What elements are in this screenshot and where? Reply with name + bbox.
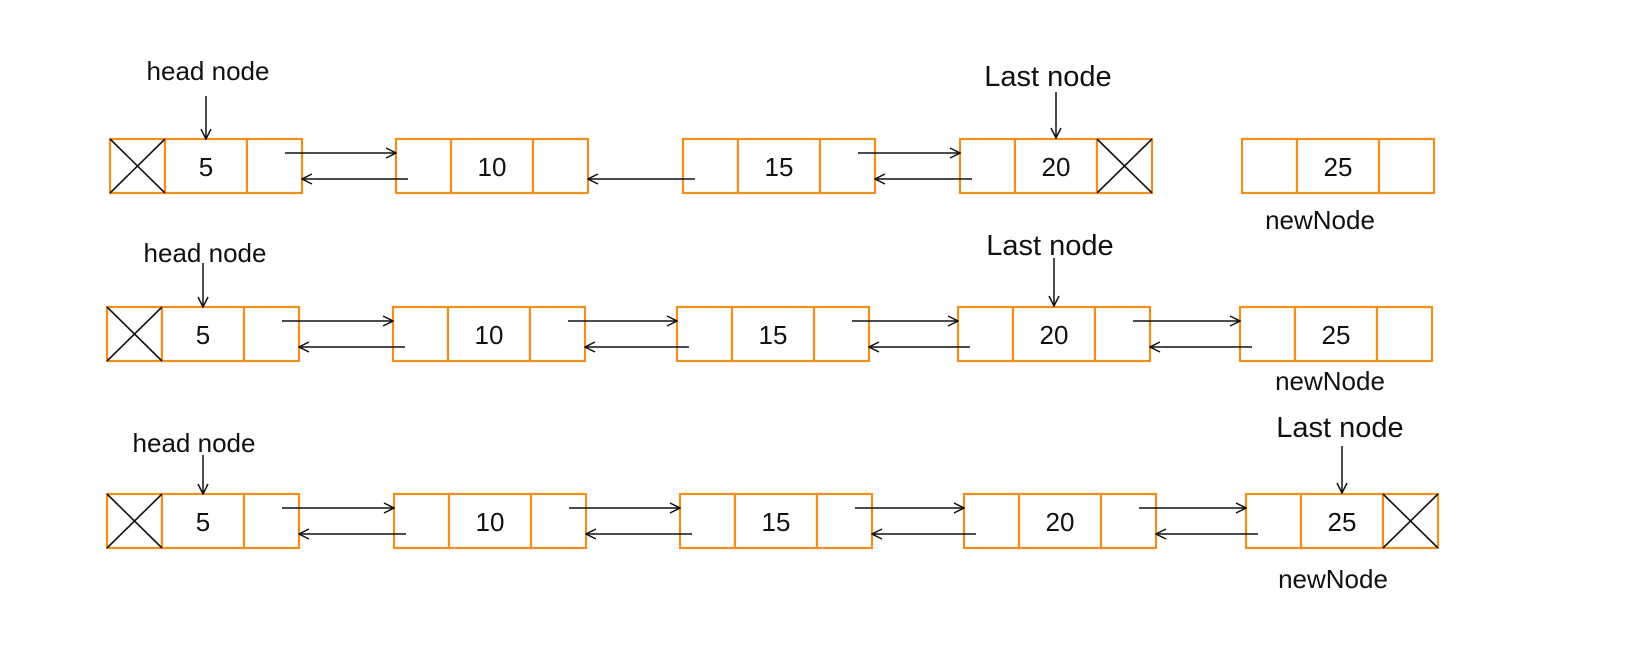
null-cross-icon [1096,138,1153,194]
null-cross-icon [109,138,166,194]
list-node: 10 [391,305,587,363]
prev-pointer-cell [392,492,451,550]
prev-pointer-cell [958,137,1017,195]
node-value: 20 [1046,507,1075,537]
next-pointer-cell [812,305,871,363]
last-node-label: Last node [984,61,1111,93]
list-node: 5 [105,305,301,363]
list-node: 15 [678,492,874,550]
head-node-label: head node [147,56,270,86]
prev-pointer-cell [675,305,734,363]
next-pointer-cell [528,305,587,363]
node-value: 20 [1042,152,1071,182]
node-value: 25 [1322,320,1351,350]
node-value: 10 [475,320,504,350]
list-node: 15 [681,137,877,195]
next-pointer-cell [529,492,588,550]
list-row-1: 5 10 15 20 25 head node Last node newNode [108,56,1436,235]
list-node: 20 [958,137,1154,195]
node-value: 15 [765,152,794,182]
new-node-label: newNode [1275,366,1385,396]
node-value: 10 [476,507,505,537]
next-pointer-cell [1099,492,1158,550]
list-node: 5 [105,492,301,550]
node-value: 5 [196,320,210,350]
list-node: 15 [675,305,871,363]
last-node-label: Last node [1276,412,1403,444]
list-node: 10 [392,492,588,550]
list-row-3: 5 10 15 20 25 head node Last node newNode [105,412,1440,594]
node-value: 25 [1324,152,1353,182]
data-cell [736,137,822,195]
data-cell [733,492,819,550]
prev-pointer-cell [1238,305,1297,363]
data-cell [730,305,816,363]
node-value: 5 [196,507,210,537]
node-value: 15 [759,320,788,350]
node-value: 15 [762,507,791,537]
list-node: 10 [394,137,590,195]
node-value: 20 [1040,320,1069,350]
prev-pointer-cell [1240,137,1299,195]
data-cell [1293,305,1379,363]
null-cross-icon [1382,493,1439,549]
next-pointer-cell [242,492,301,550]
next-pointer-cell [1093,305,1152,363]
data-cell [1299,492,1385,550]
last-node-label: Last node [986,230,1113,262]
list-node: 25 [1240,137,1436,195]
list-node: 20 [962,492,1158,550]
head-node-label: head node [144,238,267,268]
next-pointer-cell [815,492,874,550]
next-pointer-cell [818,137,877,195]
null-cross-icon [106,306,163,362]
prev-pointer-cell [678,492,737,550]
data-cell [1017,492,1103,550]
prev-pointer-cell [962,492,1021,550]
head-node-label: head node [133,428,256,458]
node-value: 10 [478,152,507,182]
new-node-label: newNode [1278,564,1388,594]
list-row-2: 5 10 15 20 25 head node Last node newNode [105,230,1434,396]
new-node-label: newNode [1265,205,1375,235]
list-node: 5 [108,137,304,195]
list-node: 25 [1244,492,1440,550]
next-pointer-cell [245,137,304,195]
next-pointer-cell [531,137,590,195]
prev-pointer-cell [681,137,740,195]
data-cell [163,137,249,195]
prev-pointer-cell [1244,492,1303,550]
next-pointer-cell [242,305,301,363]
node-value: 5 [199,152,213,182]
data-cell [446,305,532,363]
prev-pointer-cell [391,305,450,363]
node-value: 25 [1328,507,1357,537]
next-pointer-cell [1377,137,1436,195]
prev-pointer-cell [394,137,453,195]
list-node: 20 [956,305,1152,363]
next-pointer-cell [1375,305,1434,363]
data-cell [449,137,535,195]
prev-pointer-cell [956,305,1015,363]
list-node: 25 [1238,305,1434,363]
null-cross-icon [106,493,163,549]
